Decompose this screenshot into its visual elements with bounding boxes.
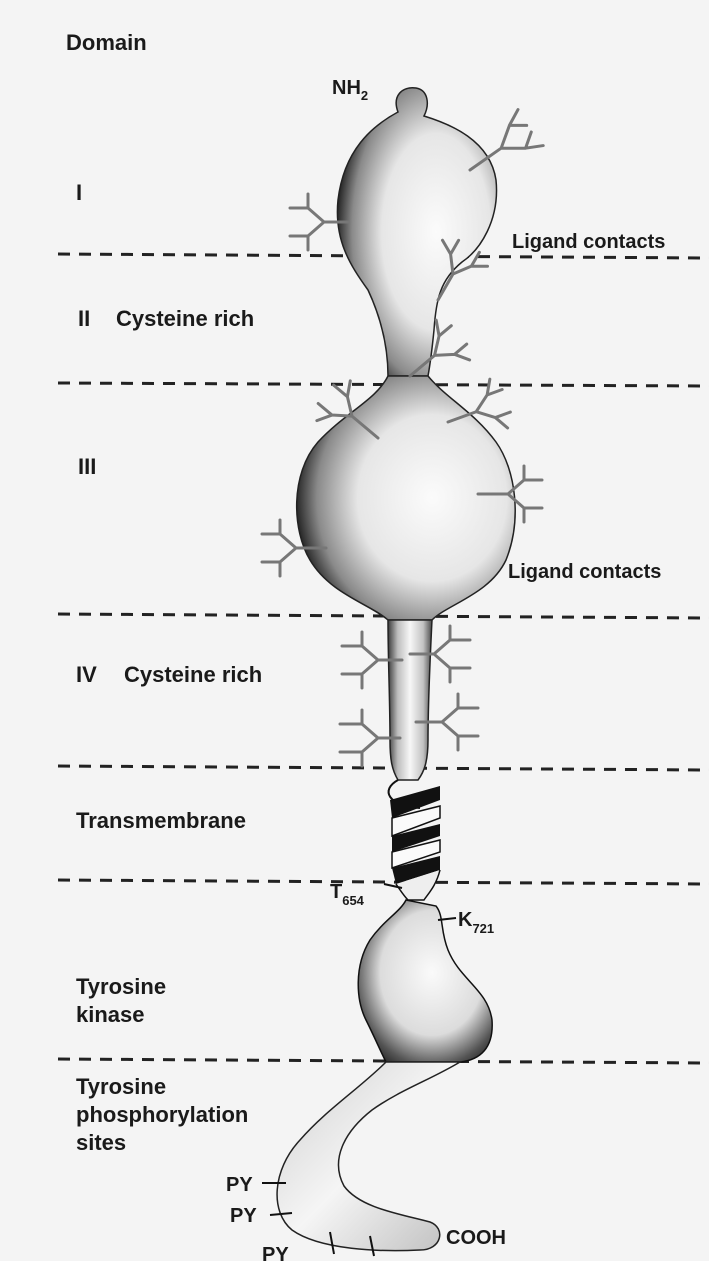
tail-shape <box>277 1062 460 1251</box>
domain-numeral: I <box>76 180 82 205</box>
region-transmembrane: Transmembrane <box>76 808 246 833</box>
boundary-line <box>58 880 709 884</box>
receptor-protein <box>277 88 515 1251</box>
region-kinase: kinase <box>76 1002 145 1027</box>
domain-numeral: IV <box>76 662 97 687</box>
domain-numeral: II <box>78 306 90 331</box>
phosphotyrosine-label: PY <box>226 1174 253 1196</box>
domain-heading: Domain <box>66 30 147 55</box>
domain-numeral: III <box>78 454 96 479</box>
boundary-line <box>58 766 709 770</box>
ligand-contacts-label: Ligand contacts <box>512 231 665 253</box>
transmembrane-helix <box>389 780 440 900</box>
lysine-721-label: K721 <box>458 909 494 936</box>
domain-iv-shape <box>388 620 432 780</box>
domain-name: Cysteine rich <box>116 306 254 331</box>
region-phosphorylation: Tyrosine <box>76 1074 166 1099</box>
phosphotyrosine-label: PY <box>262 1244 289 1261</box>
region-phosphorylation: phosphorylation <box>76 1102 248 1127</box>
phosphotyrosine-label: PY <box>230 1205 257 1227</box>
c-terminus-label: COOH <box>446 1227 506 1249</box>
region-kinase: Tyrosine <box>76 974 166 999</box>
region-phosphorylation: sites <box>76 1130 126 1155</box>
threonine-654-label: T654 <box>330 881 365 908</box>
domain-i-shape <box>337 88 496 376</box>
domain-name: Cysteine rich <box>124 662 262 687</box>
n-terminus-label: NH2 <box>332 77 368 103</box>
boundary-line <box>58 1059 709 1063</box>
ligand-contacts-label: Ligand contacts <box>508 561 661 583</box>
